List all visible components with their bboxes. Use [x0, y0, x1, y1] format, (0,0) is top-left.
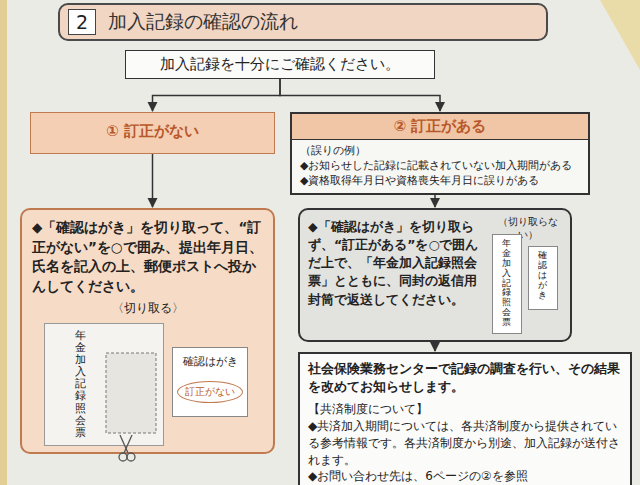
- text-group: 2 加入記録の確認の流れ: [68, 9, 538, 35]
- text-group: ② 訂正がある（誤りの例）◆お知らせした記録に記載されていない加入期間がある◆資…: [292, 114, 588, 193]
- box-text: 年金加入記録照会票: [75, 330, 86, 439]
- text-group: 年金加入記録照会票: [502, 239, 521, 328]
- box-subtext: ◆資格取得年月日や資格喪失年月日に誤りがある: [292, 173, 588, 193]
- instruction-box: ◆「確認はがき」を切り取らず、“訂正がある”を○で囲んだ上で、「年金加入記録照会…: [298, 208, 572, 342]
- text-group: ① 訂正がない: [39, 122, 266, 141]
- flow-arrow: [434, 342, 436, 351]
- instruction-box: ◆「確認はがき」を切り取って、“訂正がない”を○で囲み、提出年月日、氏名を記入の…: [20, 208, 275, 454]
- text-group: 社会保険業務センターで記録の調査を行い、その結果を改めてお知らせします。【共済制…: [308, 360, 622, 485]
- text-group: 確認はがき訂正がない: [177, 354, 243, 403]
- table-edge: [0, 0, 7, 485]
- box-text: ① 訂正がない: [39, 122, 266, 141]
- form-card: 年金加入記録照会票: [492, 234, 522, 334]
- box-text: ② 訂正がある: [292, 114, 588, 140]
- box-subtext: ◆お問い合わせ先は、6ページの②を参照: [308, 468, 622, 485]
- branch-box: ① 訂正がない: [30, 112, 275, 154]
- box-text: 確認はがき: [177, 354, 243, 369]
- flow-arrow: [152, 154, 154, 207]
- text-group: 加入記録を十分にご確認ください。: [134, 55, 426, 74]
- flow-arrow: [280, 79, 440, 111]
- text-group: 確認はがき: [538, 251, 557, 300]
- form-card: 年金加入記録照会票: [44, 323, 164, 446]
- box-text: 確認はがき: [538, 251, 547, 300]
- flow-arrow: [153, 79, 281, 111]
- postcard: 確認はがき訂正がない: [172, 347, 248, 417]
- box-text: ◆「確認はがき」を切り取らず、“訂正がある”を○で囲んだ上で、「年金加入記録照会…: [308, 218, 486, 309]
- box-subtext: ◆共済加入期間については、各共済制度から提供されている参考情報です。各共済制度か…: [308, 418, 622, 468]
- scissors-icon: [119, 435, 135, 461]
- box-subtext: 訂正がない: [177, 381, 243, 403]
- text-group: ◆「確認はがき」を切り取って、“訂正がない”を○で囲み、提出年月日、氏名を記入の…: [32, 218, 263, 317]
- box-text: 年金加入記録照会票: [502, 239, 511, 328]
- process-box: 加入記録を十分にご確認ください。: [125, 50, 435, 79]
- title-band: 2 加入記録の確認の流れ: [58, 3, 548, 41]
- box-text: 加入記録を十分にご確認ください。: [134, 55, 426, 74]
- box-text: 社会保険業務センターで記録の調査を行い、その結果を改めてお知らせします。: [308, 360, 622, 395]
- cut-line: [44, 323, 164, 463]
- branch-box: ② 訂正がある（誤りの例）◆お知らせした記録に記載されていない加入期間がある◆資…: [290, 112, 590, 195]
- text-group: ◆「確認はがき」を切り取らず、“訂正がある”を○で囲んだ上で、「年金加入記録照会…: [308, 218, 486, 309]
- box-subtext: ◆お知らせした記録に記載されていない加入期間がある: [292, 158, 588, 173]
- box-subtext: （誤りの例）: [292, 140, 588, 158]
- cut-outline: [106, 353, 156, 433]
- box-subtext: 〈切り取る〉: [32, 300, 263, 317]
- box-text: 2: [68, 9, 96, 35]
- postcard: 確認はがき: [528, 246, 558, 310]
- flow-arrow: [434, 195, 436, 207]
- box-text: ◆「確認はがき」を切り取って、“訂正がない”を○で囲み、提出年月日、氏名を記入の…: [32, 218, 263, 296]
- text-group: 年金加入記録照会票: [51, 330, 157, 439]
- table-corner: [600, 0, 640, 70]
- result-box: 社会保険業務センターで記録の調査を行い、その結果を改めてお知らせします。【共済制…: [298, 352, 632, 485]
- box-subtext: 加入記録の確認の流れ: [108, 9, 298, 35]
- box-subtext: 【共済制度について】: [308, 401, 622, 418]
